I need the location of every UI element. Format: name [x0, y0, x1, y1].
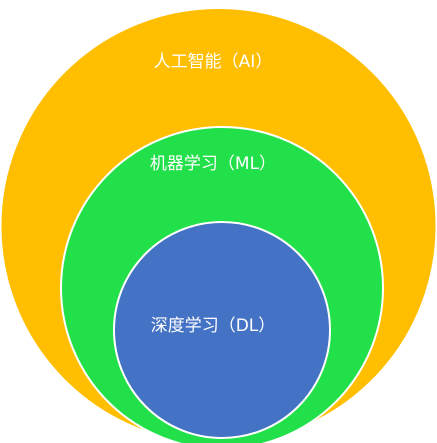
ml-label: 机器学习（ML）: [150, 154, 276, 174]
watermark-text: CSDN @专注&专心: [315, 418, 423, 432]
dl-label: 深度学习（DL）: [151, 316, 276, 336]
ai-label: 人工智能（AI）: [154, 52, 273, 72]
dl-circle: [113, 221, 331, 439]
